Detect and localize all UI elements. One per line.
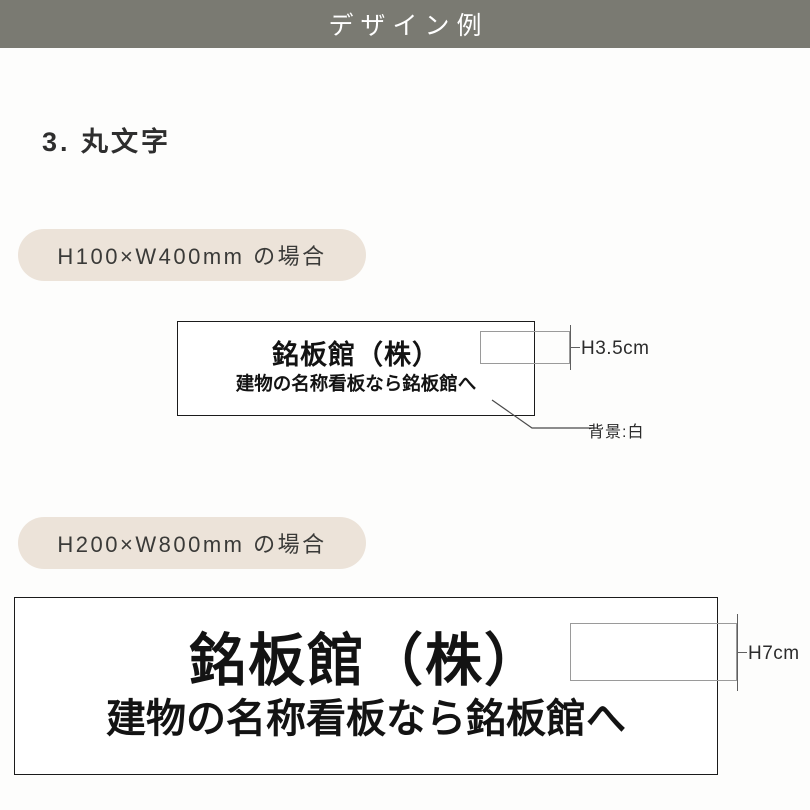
size-badge-small: H100×W400mm の場合 xyxy=(18,229,366,281)
background-callout-label: 背景:白 xyxy=(588,424,645,441)
sign-small-main-text: 銘板館（株） xyxy=(272,340,440,372)
sign-large-sub-text: 建物の名称看板なら銘板館へ xyxy=(106,695,626,742)
size-badge-small-label: H100×W400mm の場合 xyxy=(57,244,327,269)
measure-tick-horizontal-large xyxy=(737,652,747,653)
sign-small-sub-text: 建物の名称看板なら銘板館へ xyxy=(235,374,477,396)
background-callout-leader-line xyxy=(491,399,598,429)
measure-bracket-large xyxy=(570,623,737,681)
page-header-bar: デザイン例 xyxy=(0,0,810,48)
sign-large-main-text: 銘板館（株） xyxy=(189,628,543,695)
measure-tick-horizontal-small xyxy=(570,347,580,348)
page-header-title: デザイン例 xyxy=(328,12,489,40)
measure-label-large: H7cm xyxy=(748,643,800,664)
sign-preview-large: 銘板館（株） 建物の名称看板なら銘板館へ xyxy=(14,597,718,775)
measure-label-small: H3.5cm xyxy=(581,338,650,359)
measure-bracket-small xyxy=(480,331,570,364)
section-heading: 3. 丸文字 xyxy=(42,127,172,157)
size-badge-large: H200×W800mm の場合 xyxy=(18,517,366,569)
size-badge-large-label: H200×W800mm の場合 xyxy=(57,532,327,557)
sign-preview-small: 銘板館（株） 建物の名称看板なら銘板館へ xyxy=(177,321,535,416)
